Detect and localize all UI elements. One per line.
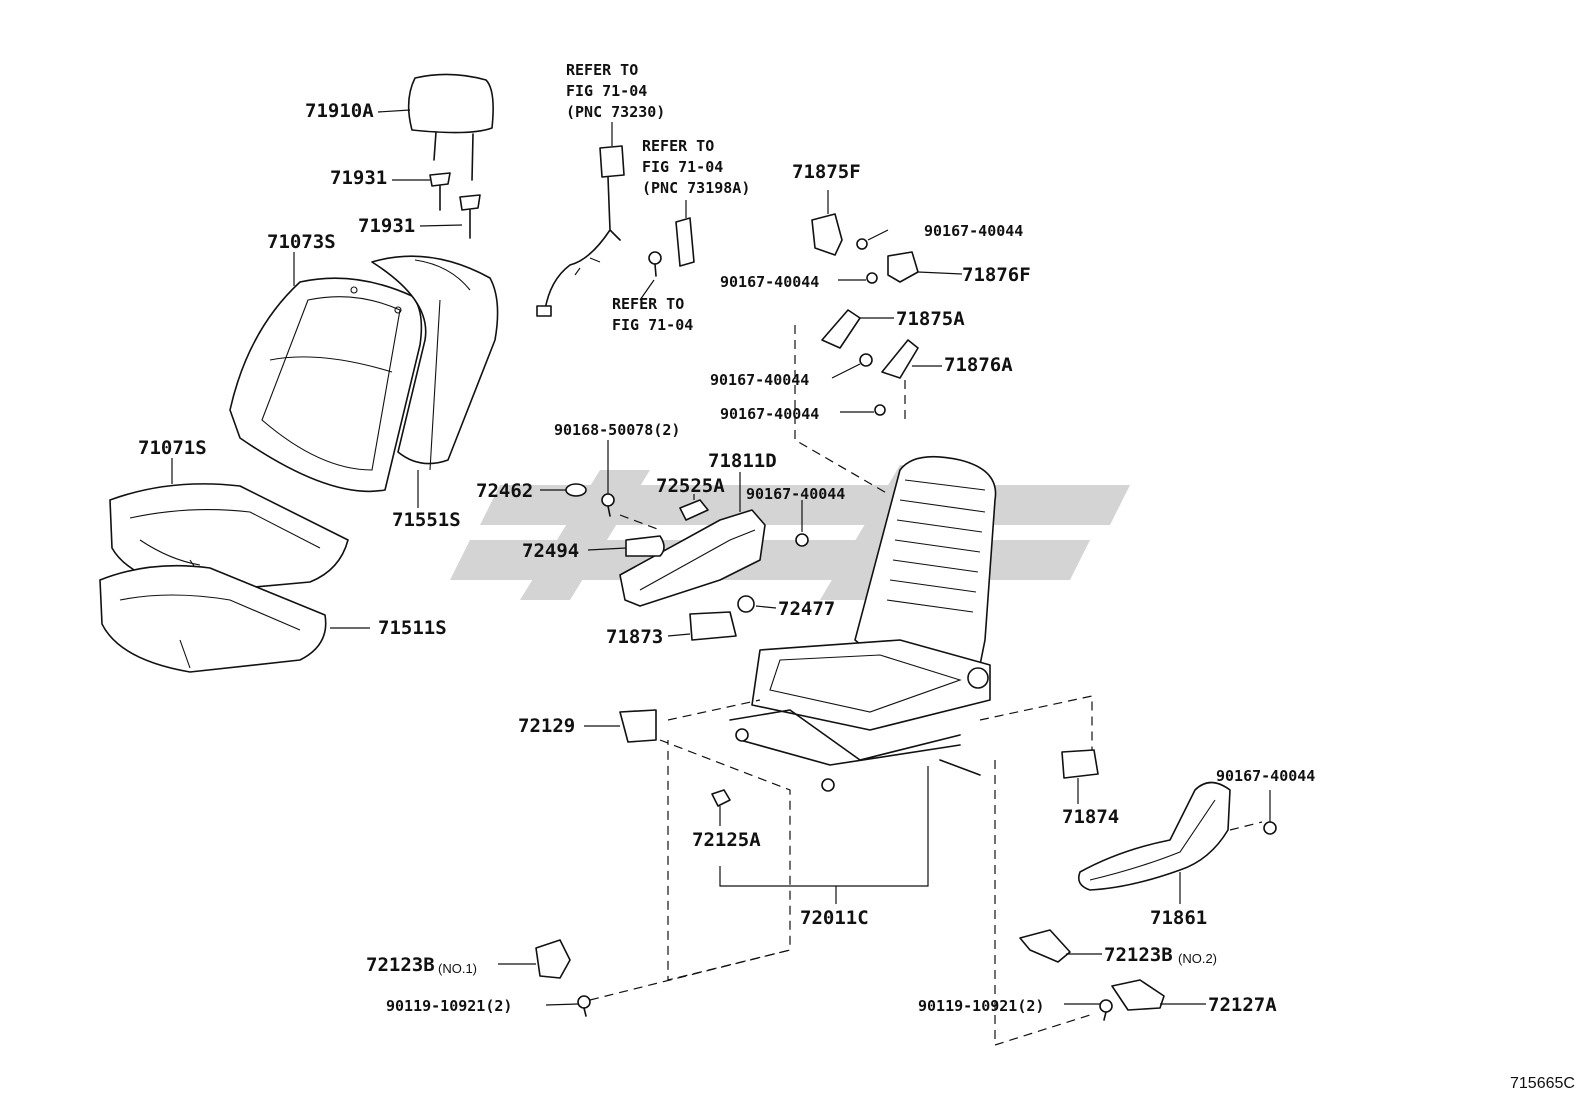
label-72011C[interactable]: 72011C — [800, 907, 869, 929]
label-71873[interactable]: 71873 — [606, 626, 664, 648]
label-72477[interactable]: 72477 — [778, 598, 836, 620]
label-71511S[interactable]: 71511S — [378, 617, 447, 639]
label-no2: (NO.2) — [1178, 951, 1217, 966]
refer-note-73230: REFER TO FIG 71-04 (PNC 73230) — [566, 61, 666, 121]
cover-71873[interactable] — [689, 611, 737, 641]
label-71931-lower[interactable]: 71931 — [358, 215, 416, 237]
bolt-90167-e[interactable] — [795, 533, 809, 547]
label-71551S[interactable]: 71551S — [392, 509, 461, 531]
label-71931-upper[interactable]: 71931 — [330, 167, 388, 189]
label-bolt-90167-e[interactable]: 90167-40044 — [746, 485, 846, 503]
label-71861[interactable]: 71861 — [1150, 907, 1208, 929]
refer-note-fig: REFER TO FIG 71-04 — [612, 295, 694, 334]
label-72123B-no1[interactable]: 72123B — [366, 954, 435, 976]
clip-72125A[interactable] — [711, 789, 731, 807]
screw-90119-left[interactable] — [577, 995, 591, 1017]
hinge-cover-71875A[interactable] — [821, 309, 861, 349]
label-72525A[interactable]: 72525A — [656, 475, 725, 497]
label-72123B-no2[interactable]: 72123B — [1104, 944, 1173, 966]
headrest-guide-upper[interactable] — [429, 172, 451, 211]
hinge-cover-71876F[interactable] — [887, 251, 919, 283]
headrest-part[interactable] — [407, 73, 494, 181]
cover-72477[interactable] — [737, 595, 755, 613]
bolt-90167-f[interactable] — [1263, 821, 1277, 835]
belt-anchor-bolt[interactable] — [648, 251, 662, 277]
seat-cushion-pad[interactable] — [99, 564, 327, 673]
cover-72123B-no1[interactable] — [535, 939, 571, 979]
refer-note-73198A: REFER TO FIG 71-04 (PNC 73198A) — [642, 137, 751, 197]
bolt-90167-d[interactable] — [874, 404, 886, 416]
label-71073S[interactable]: 71073S — [267, 231, 336, 253]
figure-code: 715665C — [1510, 1075, 1575, 1092]
cover-72525A[interactable] — [679, 499, 709, 521]
label-71071S[interactable]: 71071S — [138, 437, 207, 459]
bolt-90167-c[interactable] — [859, 353, 873, 367]
seat-outer-shield[interactable] — [1077, 781, 1231, 891]
label-bolt-90167-f[interactable]: 90167-40044 — [1216, 767, 1316, 785]
label-71811D[interactable]: 71811D — [708, 450, 777, 472]
hinge-cover-71876A[interactable] — [881, 339, 919, 379]
label-bolt-90167-b[interactable]: 90167-40044 — [720, 273, 820, 291]
label-screw-90119-right[interactable]: 90119-10921(2) — [918, 997, 1045, 1015]
belt-anchor-cover[interactable] — [675, 217, 695, 267]
cover-71874[interactable] — [1061, 749, 1099, 779]
seatback-cover[interactable] — [229, 277, 423, 493]
label-72127A[interactable]: 72127A — [1208, 994, 1277, 1016]
label-72462[interactable]: 72462 — [476, 480, 534, 502]
screw-90119-right[interactable] — [1099, 999, 1113, 1021]
seatback-pad[interactable] — [371, 255, 499, 471]
bolt-90167-b[interactable] — [866, 272, 878, 284]
label-71874[interactable]: 71874 — [1062, 806, 1120, 828]
recliner-knob[interactable] — [625, 535, 665, 557]
label-bolt-90167-c[interactable]: 90167-40044 — [710, 371, 810, 389]
seat-frame-adjuster[interactable] — [729, 455, 997, 792]
seat-side-shield[interactable] — [619, 509, 766, 607]
label-72129[interactable]: 72129 — [518, 715, 576, 737]
label-screw-90119-left[interactable]: 90119-10921(2) — [386, 997, 513, 1015]
cover-72123B-no2[interactable] — [1019, 929, 1071, 963]
label-72494[interactable]: 72494 — [522, 540, 580, 562]
label-bolt-90167-d[interactable]: 90167-40044 — [720, 405, 820, 423]
label-71910A[interactable]: 71910A — [305, 100, 374, 122]
label-71876A[interactable]: 71876A — [944, 354, 1013, 376]
label-bolt-90167-a[interactable]: 90167-40044 — [924, 222, 1024, 240]
cover-72127A[interactable] — [1111, 979, 1165, 1011]
label-72125A[interactable]: 72125A — [692, 829, 761, 851]
cover-72129[interactable] — [619, 709, 657, 743]
cap-72462[interactable] — [565, 483, 587, 497]
hinge-cover-71875F[interactable] — [811, 213, 843, 256]
headrest-guide-lower[interactable] — [459, 194, 481, 239]
label-71875A[interactable]: 71875A — [896, 308, 965, 330]
seat-belt-buckle[interactable] — [536, 145, 625, 317]
bolt-90167-a[interactable] — [856, 238, 868, 250]
label-90168-50078[interactable]: 90168-50078(2) — [554, 421, 681, 439]
label-71876F[interactable]: 71876F — [962, 264, 1031, 286]
label-71875F[interactable]: 71875F — [792, 161, 861, 183]
label-no1: (NO.1) — [438, 961, 477, 976]
